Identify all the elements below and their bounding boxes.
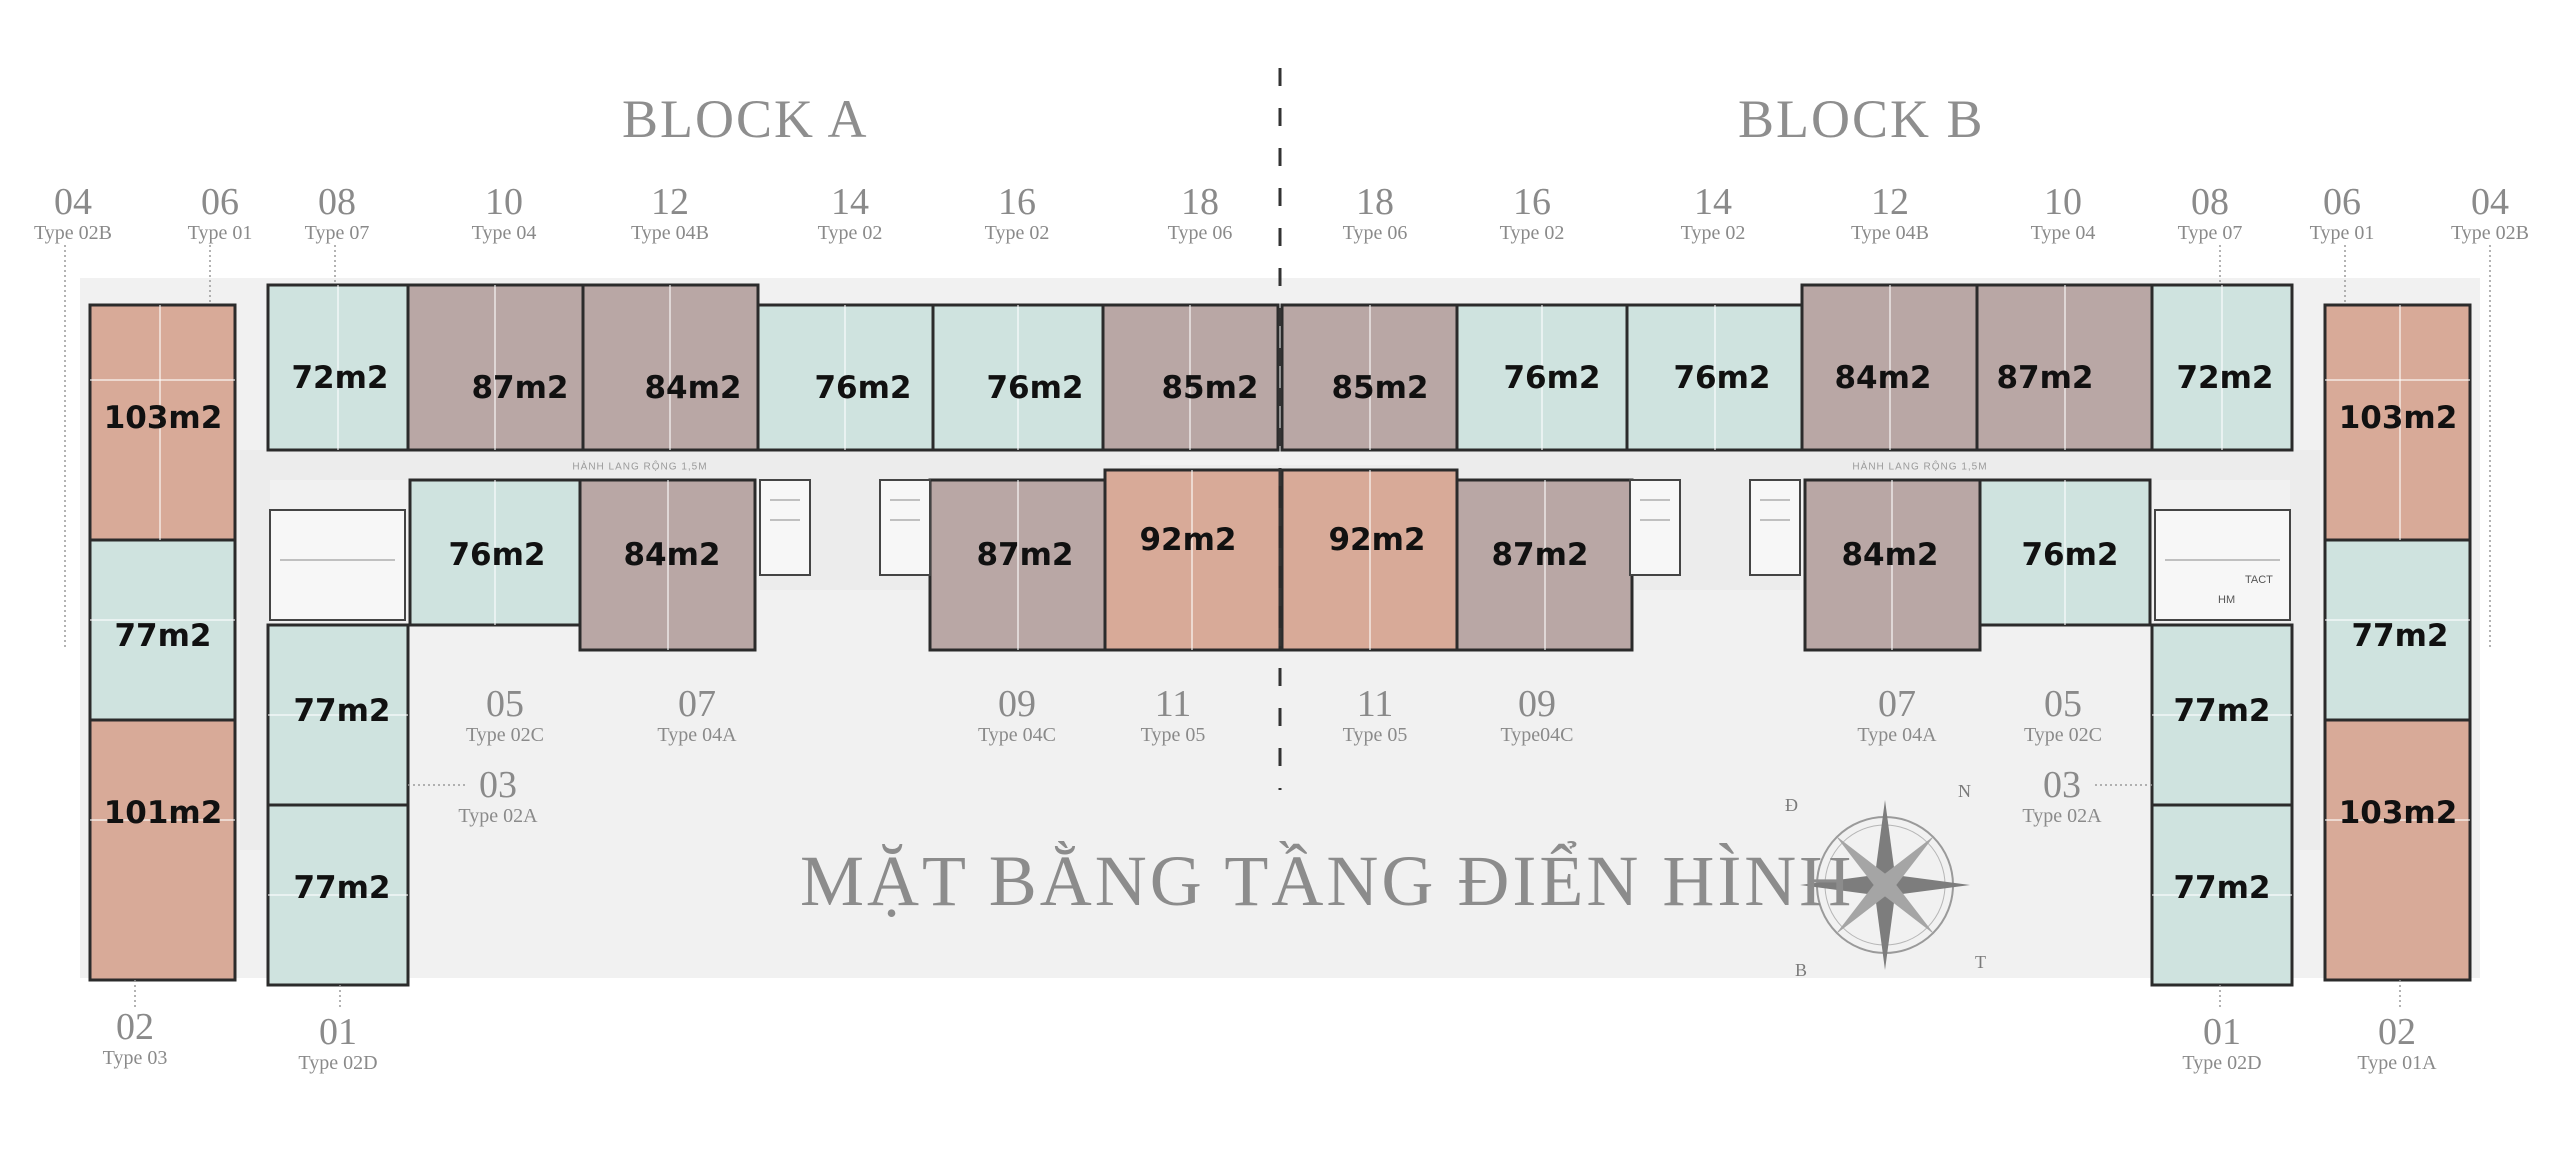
area-label: 87m2 xyxy=(471,370,569,406)
compass-rose xyxy=(1800,800,1970,970)
area-label: 84m2 xyxy=(644,370,742,406)
area-label: 77m2 xyxy=(114,618,212,654)
area-label: 85m2 xyxy=(1161,370,1259,406)
area-label: 76m2 xyxy=(814,370,912,406)
area-label: 76m2 xyxy=(2021,537,2119,573)
area-label: 87m2 xyxy=(1491,537,1589,573)
area-label: 87m2 xyxy=(976,537,1074,573)
area-label: 85m2 xyxy=(1331,370,1429,406)
area-label: 76m2 xyxy=(448,537,546,573)
compass-b: B xyxy=(1795,960,1808,980)
area-label: 76m2 xyxy=(986,370,1084,406)
area-label: 92m2 xyxy=(1328,522,1426,558)
area-label: 101m2 xyxy=(103,795,223,831)
unit-a06 xyxy=(88,538,237,722)
core-tag-tact: TACT xyxy=(2245,574,2273,586)
area-label: 77m2 xyxy=(2173,693,2271,729)
plan-title: MẶT BẰNG TẦNG ĐIỂN HÌNH xyxy=(800,841,1855,921)
area-label: 103m2 xyxy=(2338,795,2458,831)
compass-n: N xyxy=(1958,781,1971,801)
compass-d: Đ xyxy=(1785,795,1798,815)
core-tag-hm: HM xyxy=(2218,594,2236,606)
area-label: 103m2 xyxy=(2338,400,2458,436)
service-cores xyxy=(269,479,2291,621)
unit-a02 xyxy=(88,718,237,982)
unit-b04 xyxy=(2323,303,2472,542)
compass-t-letter: T xyxy=(1975,952,1986,972)
unit-b06 xyxy=(2323,538,2472,722)
area-label: 77m2 xyxy=(293,693,391,729)
area-label: 77m2 xyxy=(293,870,391,906)
area-label: 84m2 xyxy=(1841,537,1939,573)
area-label: 72m2 xyxy=(291,360,389,396)
block-a-title: BLOCK A xyxy=(622,89,869,149)
area-label: 77m2 xyxy=(2351,618,2449,654)
corridor-note-a: HÀNH LANG RỘNG 1,5M xyxy=(572,461,708,473)
leader-lines xyxy=(64,245,2491,1010)
area-label: 77m2 xyxy=(2173,870,2271,906)
area-label: 84m2 xyxy=(623,537,721,573)
corridor-note-b: HÀNH LANG RỘNG 1,5M xyxy=(1852,461,1988,473)
area-label: 87m2 xyxy=(1996,360,2094,396)
unit-b02 xyxy=(2323,718,2472,982)
area-label: 72m2 xyxy=(2176,360,2274,396)
area-label: 76m2 xyxy=(1673,360,1771,396)
area-label: 92m2 xyxy=(1139,522,1237,558)
area-label: 103m2 xyxy=(103,400,223,436)
block-b-title: BLOCK B xyxy=(1738,89,1985,149)
area-label: 84m2 xyxy=(1834,360,1932,396)
area-label: 76m2 xyxy=(1503,360,1601,396)
unit-a04 xyxy=(88,303,237,542)
